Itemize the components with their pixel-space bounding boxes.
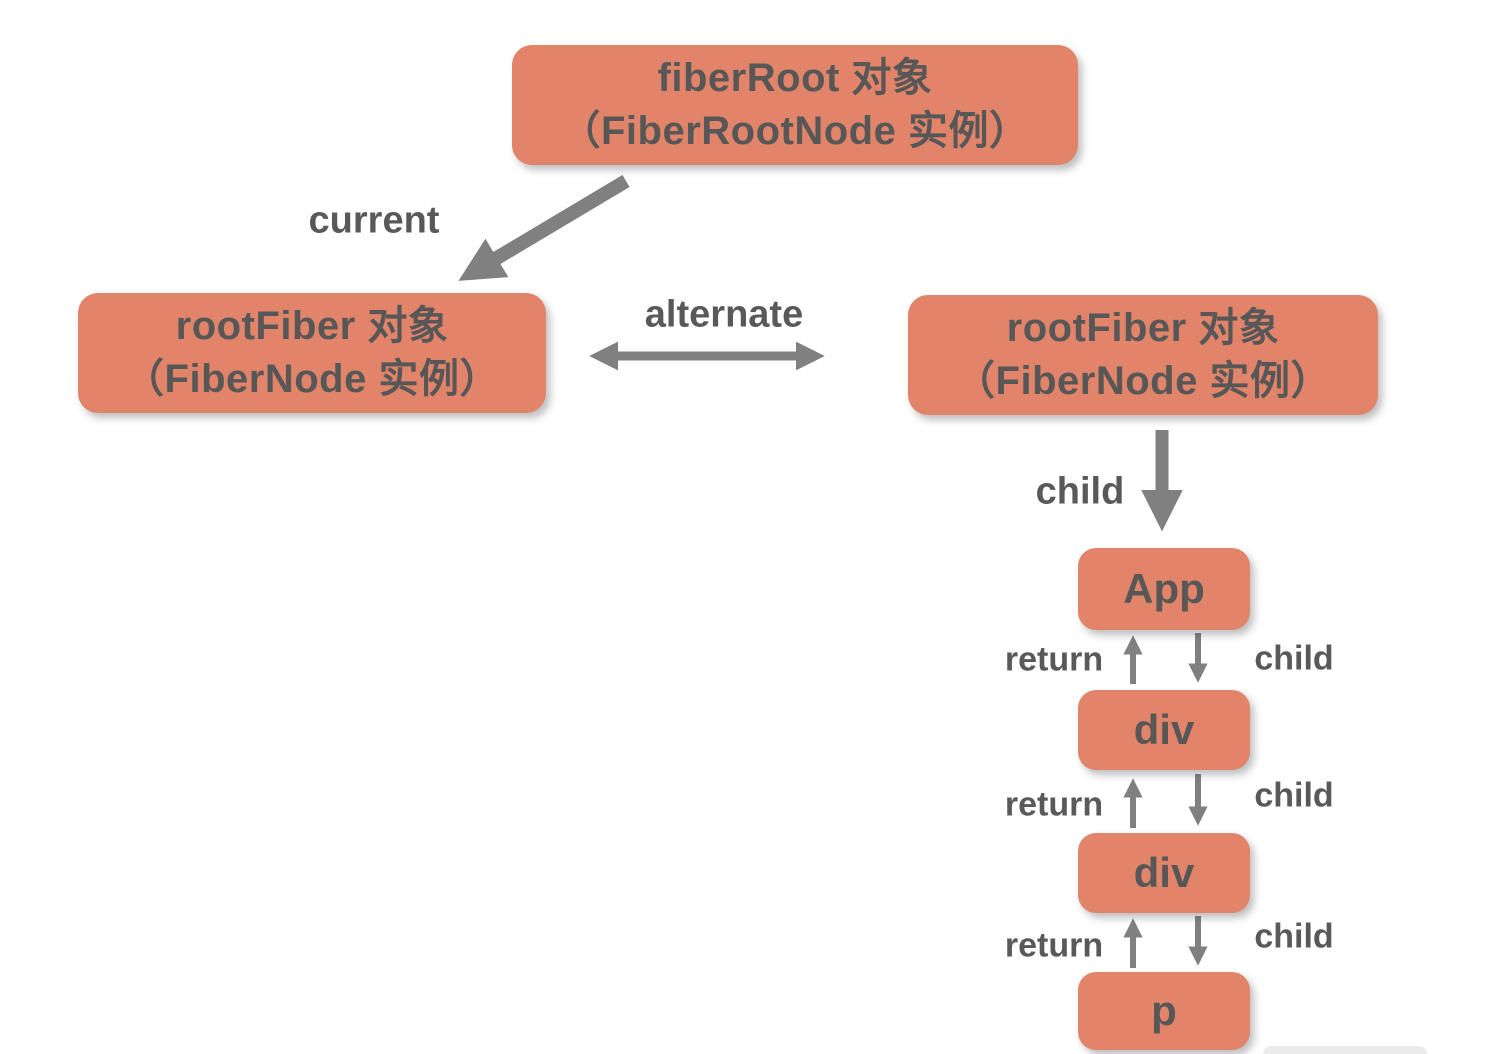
p-node: p <box>1078 972 1250 1050</box>
fiberroot-node: fiberRoot 对象 （FiberRootNode 实例） <box>512 45 1078 165</box>
app-node-label: App <box>1123 565 1205 612</box>
cropped-element-edge <box>1263 1046 1427 1054</box>
div1-node: div <box>1078 690 1250 770</box>
rootfiber-left-node-subtitle: （FiberNode 实例） <box>124 357 500 401</box>
current-edge-label: current <box>308 199 440 242</box>
child-edge-label-2: child <box>1254 776 1334 815</box>
alternate-edge-label: alternate <box>644 293 804 336</box>
div2-node-label: div <box>1133 849 1195 896</box>
fiberroot-node-title: fiberRoot 对象 <box>657 56 933 101</box>
return-edge-label-3: return <box>1004 926 1104 965</box>
rootfiber-right-node-subtitle: （FiberNode 实例） <box>955 359 1331 403</box>
child-edge-label-1: child <box>1254 639 1334 678</box>
child-root-edge-label: child <box>1035 470 1125 513</box>
current-arrow <box>458 174 630 281</box>
return-edge-label-2: return <box>1004 785 1104 824</box>
return-edge-label-1: return <box>1004 640 1104 679</box>
div1-node-label: div <box>1133 706 1195 753</box>
app-node: App <box>1078 548 1250 630</box>
child-edge-label-3: child <box>1254 917 1334 956</box>
rootfiber-left-node-title: rootFiber 对象 <box>175 304 449 349</box>
fiberroot-node-subtitle: （FiberRootNode 实例） <box>560 109 1030 153</box>
rootfiber-right-node: rootFiber 对象 （FiberNode 实例） <box>908 295 1378 415</box>
rootfiber-left-node: rootFiber 对象 （FiberNode 实例） <box>78 293 546 413</box>
rootfiber-right-node-title: rootFiber 对象 <box>1006 306 1280 351</box>
p-node-label: p <box>1151 987 1177 1034</box>
div2-node: div <box>1078 833 1250 913</box>
